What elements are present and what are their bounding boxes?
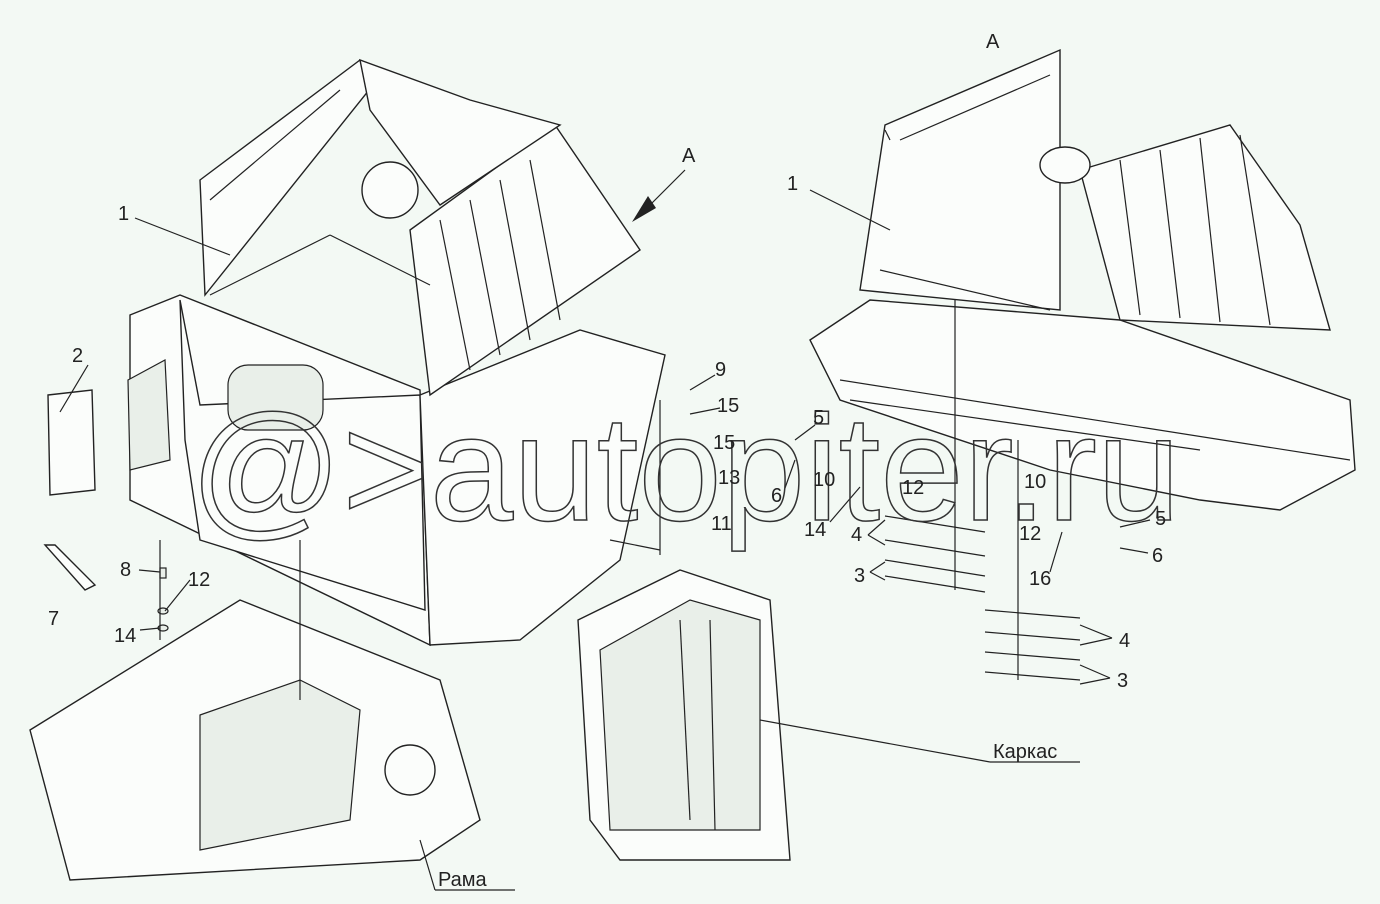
callout: 15 — [713, 432, 735, 454]
callout: 15 — [717, 395, 739, 417]
callout: 8 — [120, 559, 131, 581]
rods — [884, 515, 1081, 681]
view-arrow-icon — [632, 196, 656, 222]
callout: 4 — [1119, 630, 1130, 652]
callout: 11 — [711, 513, 732, 535]
callout: 10 — [1024, 471, 1046, 493]
callout: 12 — [902, 477, 924, 499]
callouts-left: 1 2 7 8 12 14 9 15 15 13 11 5 6 10 12 14… — [48, 145, 924, 647]
right-cabin-assembly — [809, 48, 1356, 680]
callouts-right: A 1 10 12 16 5 6 4 3 — [787, 31, 1166, 692]
callout: 1 — [787, 173, 798, 195]
callout: 3 — [1117, 670, 1128, 692]
callout: 6 — [1152, 545, 1163, 567]
frame-rama — [29, 540, 481, 881]
callout: 5 — [1155, 508, 1166, 530]
callout: 9 — [715, 359, 726, 381]
view-label: A — [682, 145, 696, 167]
callout: 6 — [771, 485, 782, 507]
callout: 14 — [114, 625, 136, 647]
callout: 1 — [118, 203, 129, 225]
karkas-label: Каркас — [993, 741, 1057, 763]
watermark: @>autopiter.ru — [190, 384, 1180, 552]
callout: 16 — [1029, 568, 1051, 590]
callout: 14 — [804, 519, 826, 541]
callout: 5 — [813, 407, 824, 429]
callout: 13 — [718, 467, 740, 489]
callout: 12 — [188, 569, 210, 591]
callout: 12 — [1019, 523, 1041, 545]
callout: 4 — [851, 524, 862, 546]
callout: 3 — [854, 565, 865, 587]
rama-label: Рама — [438, 869, 488, 891]
callout: 2 — [72, 345, 83, 367]
frame-karkas — [577, 400, 791, 861]
callout: 7 — [48, 608, 59, 630]
callout: 10 — [813, 469, 835, 491]
leader-lines — [59, 129, 1151, 891]
view-label: A — [986, 31, 1000, 53]
left-cabin-assembly — [43, 58, 666, 647]
